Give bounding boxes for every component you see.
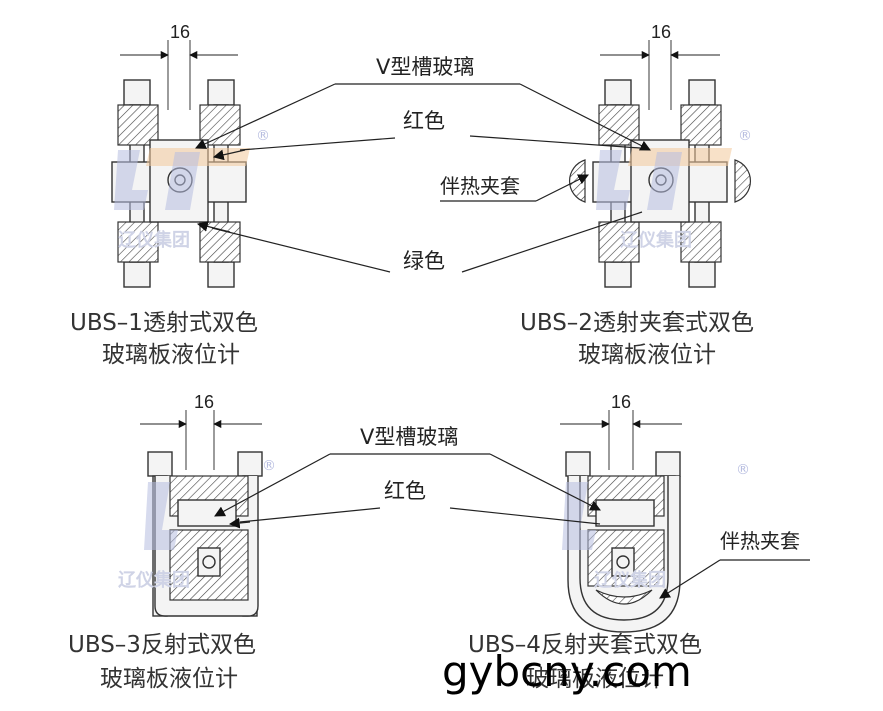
svg-text:玻璃板液位计: 玻璃板液位计 xyxy=(102,342,240,368)
site-watermark: gybcny.com xyxy=(442,647,692,696)
bottom-callouts: V型槽玻璃 红色 伴热夹套 xyxy=(214,425,810,599)
svg-text:UBS–2透射夹套式双色: UBS–2透射夹套式双色 xyxy=(520,310,754,336)
ubs1-caption: UBS–1透射式双色 玻璃板液位计 xyxy=(70,310,258,368)
ubs3-drawing: 16 辽仪集团 ® xyxy=(118,392,276,617)
watermark-text: 辽仪集团 xyxy=(620,229,692,251)
svg-text:UBS–1透射式双色: UBS–1透射式双色 xyxy=(70,310,258,336)
svg-text:玻璃板液位计: 玻璃板液位计 xyxy=(526,666,664,692)
svg-text:UBS–3反射式双色: UBS–3反射式双色 xyxy=(68,632,256,658)
ubs4-drawing: 16 辽仪集团 ® xyxy=(560,392,750,633)
svg-text:UBS–4反射夹套式双色: UBS–4反射夹套式双色 xyxy=(468,632,702,658)
svg-text:玻璃板液位计: 玻璃板液位计 xyxy=(578,342,716,368)
top-callouts: V型槽玻璃 红色 伴热夹套 绿色 xyxy=(195,55,651,273)
callout-green: 绿色 xyxy=(403,249,445,273)
dimension-label: 16 xyxy=(170,22,190,42)
registered-mark: ® xyxy=(738,128,752,144)
dimension-label: 16 xyxy=(611,392,631,412)
dimension-label: 16 xyxy=(651,22,671,42)
ubs4-caption: UBS–4反射夹套式双色 玻璃板液位计 xyxy=(468,632,702,692)
watermark-text: 辽仪集团 xyxy=(118,229,190,251)
callout-v-glass: V型槽玻璃 xyxy=(376,55,474,79)
dimension-label: 16 xyxy=(194,392,214,412)
registered-mark: ® xyxy=(736,462,750,478)
callout-v-glass: V型槽玻璃 xyxy=(360,425,458,449)
callout-red: 红色 xyxy=(384,479,426,503)
ubs2-drawing: 16 辽仪集团 ® xyxy=(569,22,752,288)
registered-mark: ® xyxy=(256,128,270,144)
callout-heat-jacket: 伴热夹套 xyxy=(720,529,800,553)
watermark-text: 辽仪集团 xyxy=(594,569,666,591)
watermark-text: 辽仪集团 xyxy=(118,569,190,591)
callout-heat-jacket: 伴热夹套 xyxy=(440,174,520,198)
callout-red: 红色 xyxy=(403,109,445,133)
svg-text:玻璃板液位计: 玻璃板液位计 xyxy=(100,666,238,692)
ubs1-drawing: 16 辽仪集团 ® xyxy=(111,22,270,288)
ubs2-caption: UBS–2透射夹套式双色 玻璃板液位计 xyxy=(520,310,754,368)
registered-mark: ® xyxy=(262,458,276,474)
ubs3-caption: UBS–3反射式双色 玻璃板液位计 xyxy=(68,632,256,692)
